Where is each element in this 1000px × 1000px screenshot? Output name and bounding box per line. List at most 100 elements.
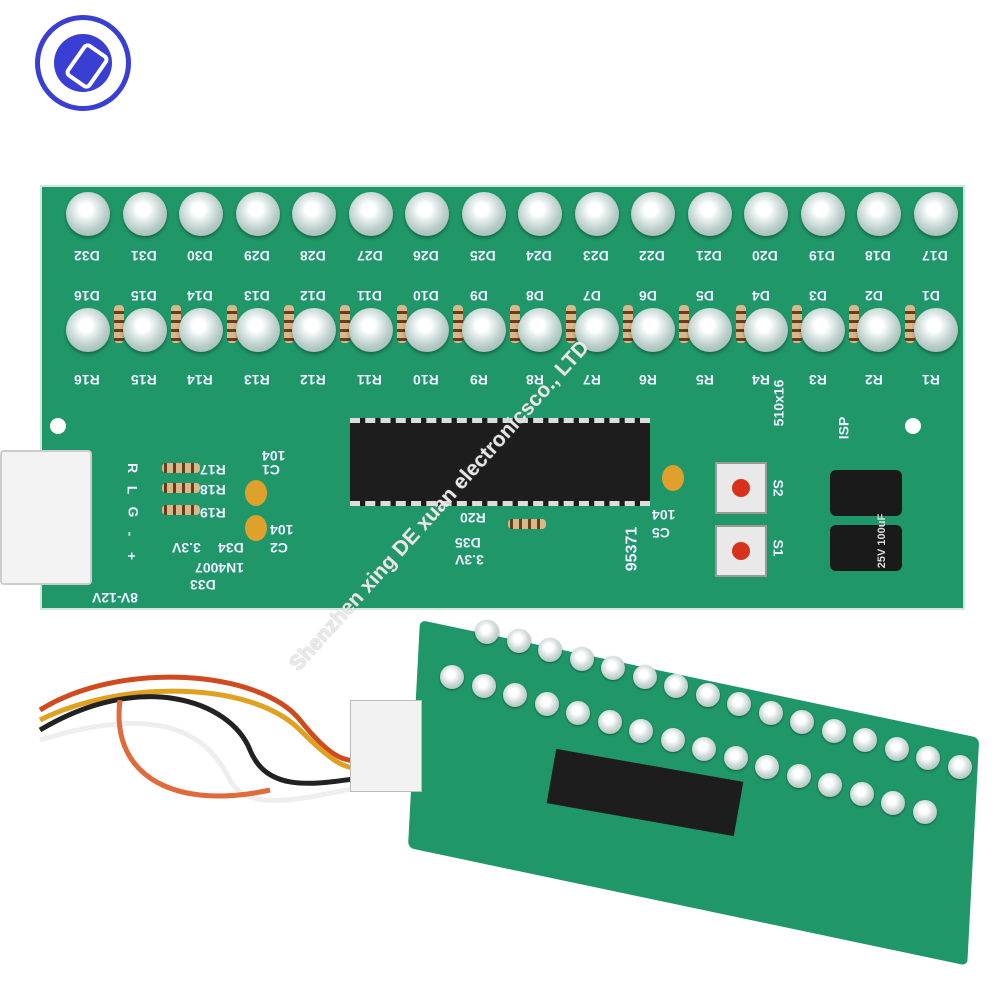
silk-d33-value: 1N4007 [195,560,245,576]
ceramic-capacitor [245,480,267,506]
resistor-label: R2 [865,372,883,388]
button-s1 [715,525,767,577]
led-top [461,192,506,236]
led-label: D20 [752,248,778,264]
led-small [758,701,783,725]
resistor [396,305,407,343]
silk-d35: D35 [455,535,481,551]
resistor-label: R6 [639,372,657,388]
resistor [162,463,200,473]
button-s2 [715,462,767,514]
led-label: D12 [300,288,326,304]
led-top [574,192,619,236]
led-small [695,683,720,707]
led-label: D14 [187,288,213,304]
led-small [471,674,496,698]
led-bottom [292,308,336,352]
led-label: D26 [413,248,439,264]
resistor [508,519,546,529]
led-small [503,683,527,707]
led-small [818,773,842,797]
resistor [679,305,689,343]
pcb-board-main [40,185,965,610]
led-label: D3 [808,288,827,304]
led-small [538,638,562,662]
led-label: D31 [130,248,157,264]
led-label: D22 [639,248,665,264]
led-label: D4 [752,288,770,304]
resistor [227,305,237,343]
ceramic-capacitor [245,515,267,541]
led-small [601,656,625,680]
led-bottom [122,308,167,352]
capacitor [830,470,902,516]
resistor [453,305,463,343]
led-label: D25 [469,248,496,264]
resistor [566,305,576,343]
led-top [800,192,845,236]
led-top [857,192,901,236]
mount-hole [905,418,921,434]
resistor [735,305,746,343]
led-top [292,192,336,236]
led-small [566,701,590,725]
led-label: D9 [469,288,488,304]
pin-label: + [124,551,141,561]
resistor [162,483,200,493]
silk-r20: R20 [460,510,486,526]
led-small [632,665,657,689]
wire-connector-2 [350,700,422,792]
led-label: D28 [300,248,326,264]
resistor-label: R14 [187,372,213,388]
led-bottom [348,308,393,352]
led-bottom [179,308,223,352]
resistor [848,305,859,343]
silk-r19: R19 [200,505,226,521]
resistor-label: R15 [130,372,157,388]
resistor-label: R12 [300,372,326,388]
led-bottom [518,308,562,352]
silk-d34: D34 [218,540,244,556]
led-top [122,192,167,236]
led-bottom [744,308,788,352]
led-small [440,665,464,689]
led-bottom [235,308,280,352]
resistor [792,305,802,343]
led-label: D5 [695,288,714,304]
pin-label: L [124,485,141,495]
led-small [660,728,685,752]
resistor-label: R10 [413,372,439,388]
led-small [853,728,877,752]
led-small [534,692,559,716]
led-small [569,647,594,671]
led-bottom [800,308,845,352]
resistor-label: R11 [356,372,382,388]
led-label: D19 [808,248,835,264]
led-bottom [913,308,958,352]
wire-connector [0,450,92,585]
led-top [179,192,223,236]
led-label: D24 [526,248,552,264]
led-small [597,710,622,734]
resistor [622,305,633,343]
led-bottom [66,308,110,352]
silk-c5-value: 104 [652,507,676,523]
led-top [687,192,732,236]
ceramic-capacitor [662,465,684,491]
led-bottom [574,308,619,352]
led-small [692,737,716,761]
silk-d34-value: 3.3V [172,540,201,556]
silk-c1-value: 104 [262,448,286,464]
led-bottom [631,308,675,352]
led-top [405,192,449,236]
resistor [283,305,294,343]
led-label: D23 [582,248,609,264]
led-label: D29 [243,248,270,264]
silk-c5: C5 [652,525,670,541]
led-bottom [405,308,449,352]
silk-power: 8V-12V [92,590,138,606]
pin-label: R [125,462,142,474]
led-top [235,192,280,236]
led-label: D32 [74,248,100,264]
led-label: D2 [865,288,883,304]
